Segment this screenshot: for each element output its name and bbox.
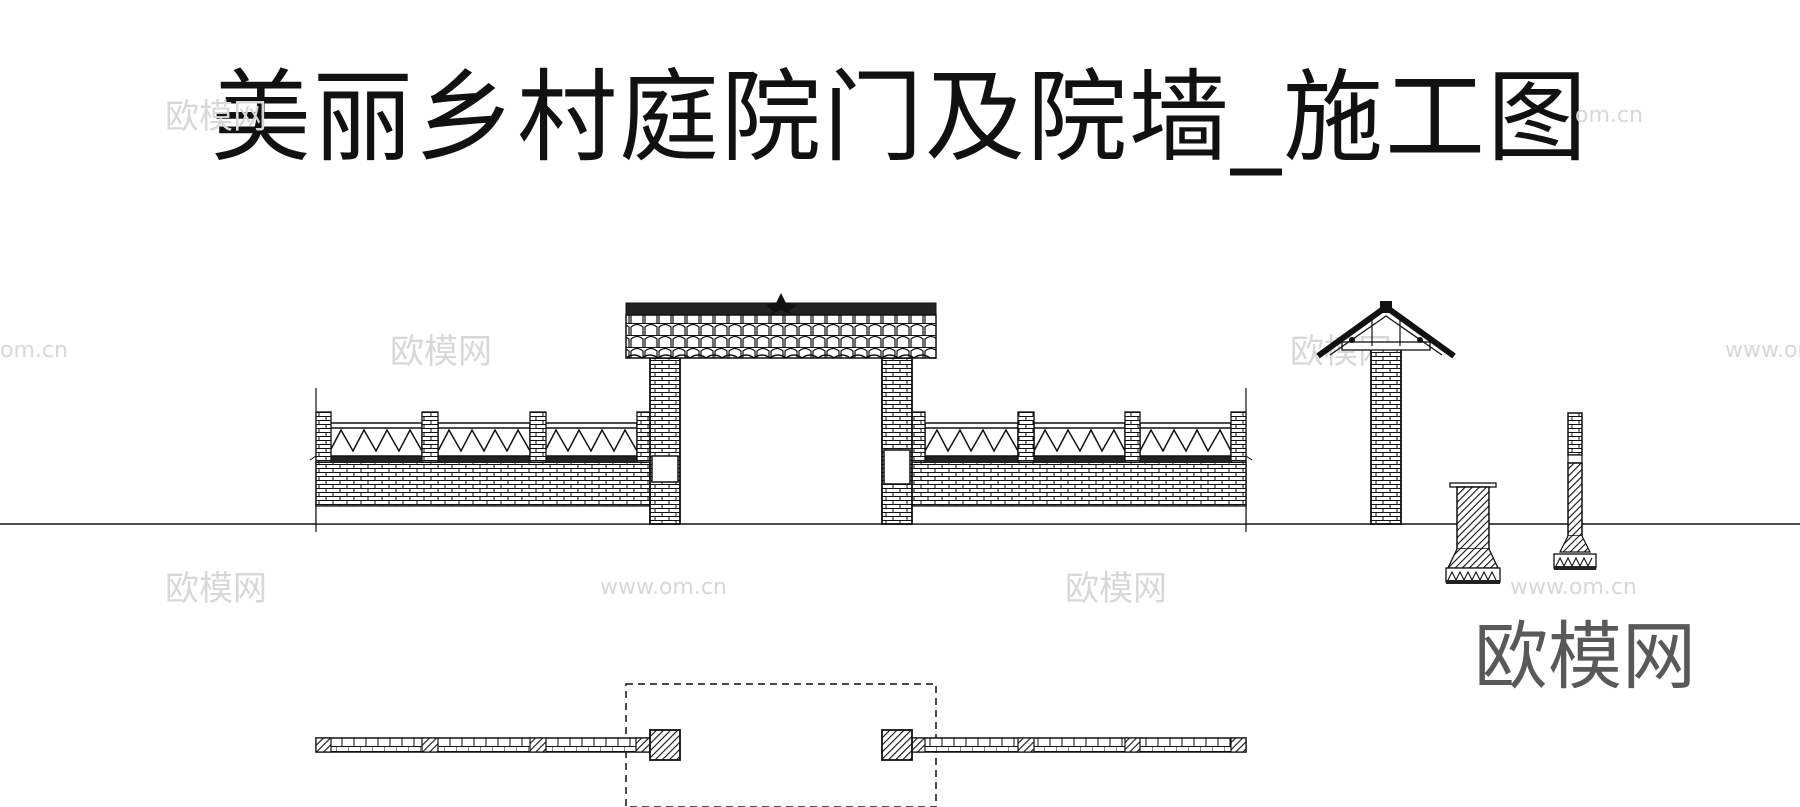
footing-section-1 [1445, 482, 1501, 584]
right-courtyard-wall [909, 411, 1247, 525]
watermark-text: www.om.cn [1510, 575, 1637, 600]
footing-section-2 [1553, 412, 1597, 570]
gate-side-section [1316, 301, 1456, 525]
front-elevation [309, 293, 1253, 532]
plan-view [315, 683, 1247, 807]
courtyard-gate [625, 293, 937, 525]
watermark-logo: 欧模网 [1474, 614, 1696, 700]
watermark-text: 欧模网 [165, 97, 267, 137]
drawing-title: 美丽乡村庭院门及院墙_施工图 [211, 59, 1589, 176]
left-courtyard-wall [315, 411, 652, 525]
watermark-text: om.cn [0, 338, 68, 363]
watermark-text: 欧模网 [1065, 569, 1167, 609]
watermark-text: www.om.cn [1725, 338, 1800, 363]
watermark-text: 欧模网 [390, 332, 492, 372]
watermark-text: om.cn [1575, 103, 1643, 128]
watermark-text: www.om.cn [600, 575, 727, 600]
watermark-text: 欧模网 [165, 569, 267, 609]
